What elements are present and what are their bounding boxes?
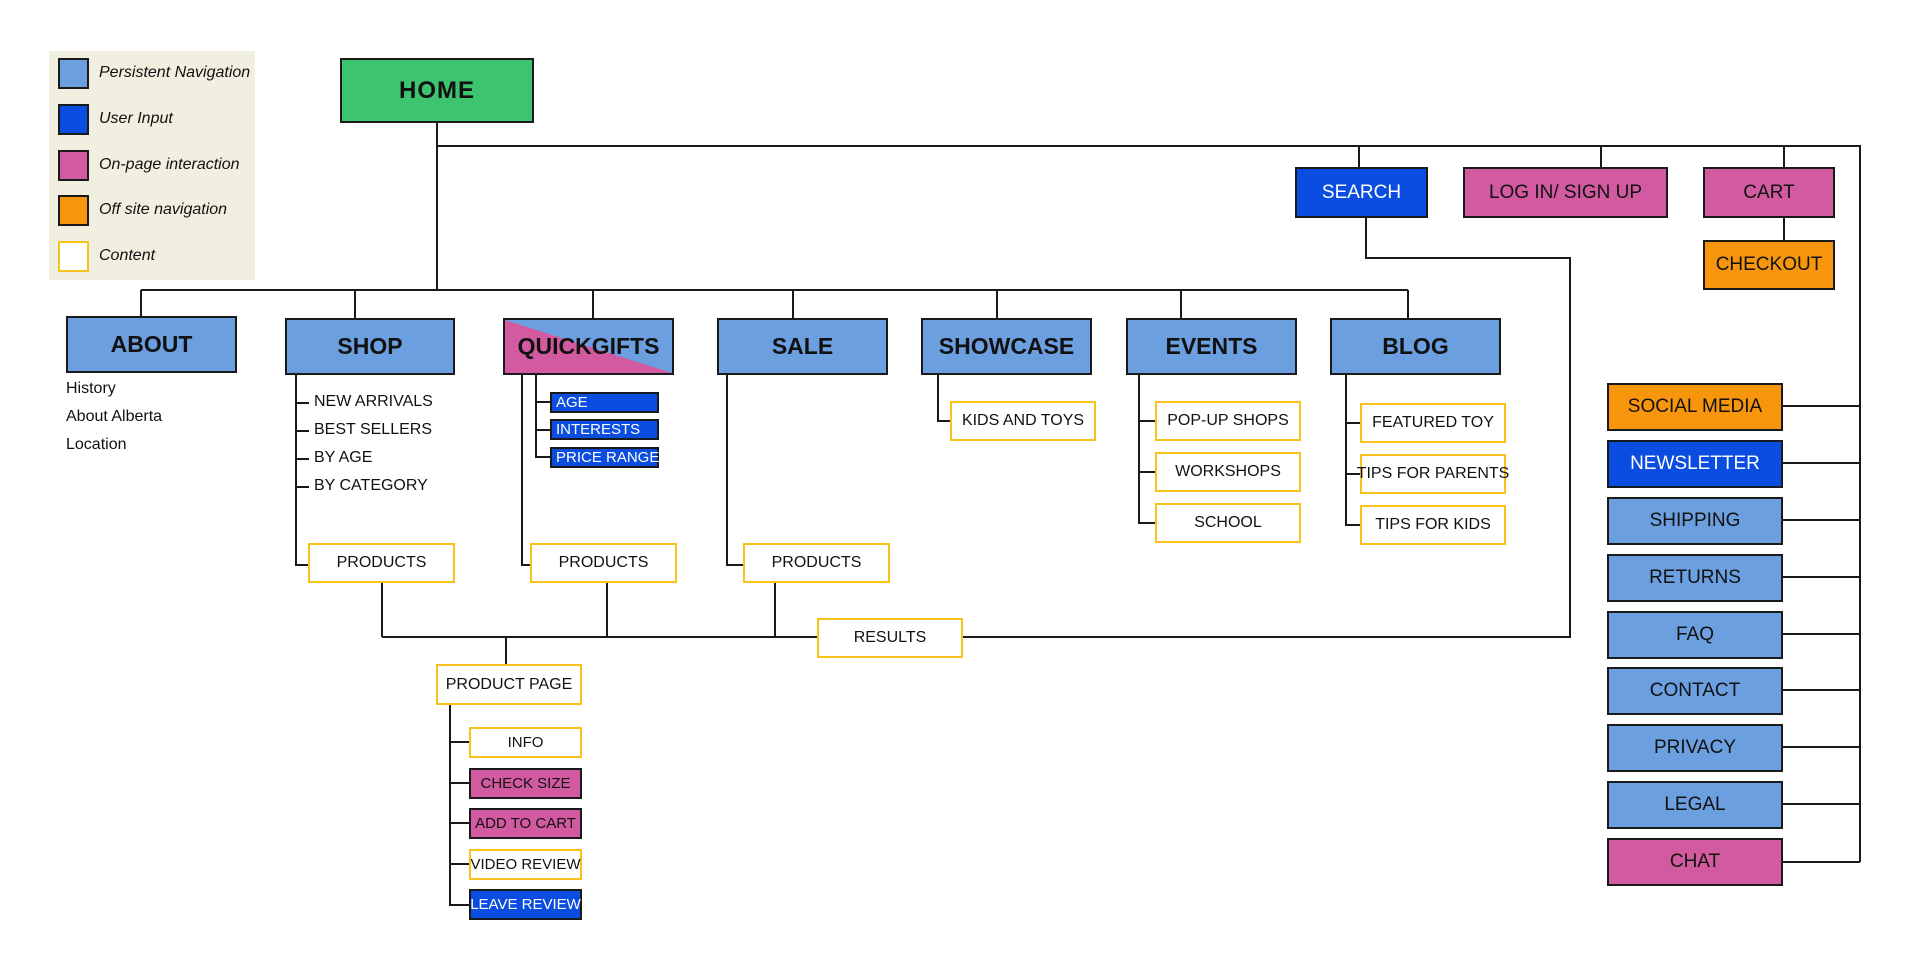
returns-node[interactable]: RETURNS xyxy=(1607,554,1783,602)
legend-label: User Input xyxy=(99,110,173,127)
legend-label: Off site navigation xyxy=(99,201,228,218)
video-review-node[interactable]: VIDEO REVIEW xyxy=(469,849,582,880)
cart-node[interactable]: CART xyxy=(1703,167,1835,218)
product-info-node[interactable]: INFO xyxy=(469,727,582,758)
legend-swatch xyxy=(58,149,89,181)
blog-item-featured-toy[interactable]: FEATURED TOY xyxy=(1360,403,1506,443)
legend-swatch xyxy=(58,240,89,272)
shop-node[interactable]: SHOP xyxy=(285,318,455,375)
login-signup-node[interactable]: LOG IN/ SIGN UP xyxy=(1463,167,1668,218)
legend-item-persistent-navigation: Persistent Navigation xyxy=(58,56,250,90)
legend-label: Persistent Navigation xyxy=(99,64,251,81)
about-item-about-alberta[interactable]: About Alberta xyxy=(66,408,163,425)
check-size-node[interactable]: CHECK SIZE xyxy=(469,768,582,799)
blog-node[interactable]: BLOG xyxy=(1330,318,1501,375)
shop-item-by-category[interactable]: BY CATEGORY xyxy=(314,477,428,494)
quickgifts-price-range-input[interactable]: PRICE RANGE xyxy=(550,447,659,468)
shipping-node[interactable]: SHIPPING xyxy=(1607,497,1783,545)
legend-label: Content xyxy=(99,247,156,264)
events-item-workshops[interactable]: WORKSHOPS xyxy=(1155,452,1301,492)
add-to-cart-node[interactable]: ADD TO CART xyxy=(469,808,582,839)
legend: Persistent Navigation User Input On-page… xyxy=(49,51,255,280)
product-page-node[interactable]: PRODUCT PAGE xyxy=(436,664,582,705)
home-node[interactable]: HOME xyxy=(340,58,534,123)
sale-products-node[interactable]: PRODUCTS xyxy=(743,543,890,583)
blog-item-tips-for-kids[interactable]: TIPS FOR KIDS xyxy=(1360,505,1506,545)
quickgifts-age-input[interactable]: AGE xyxy=(550,392,659,413)
social-media-node[interactable]: SOCIAL MEDIA xyxy=(1607,383,1783,431)
legend-swatch xyxy=(58,57,89,89)
events-item-pop-up-shops[interactable]: POP-UP SHOPS xyxy=(1155,401,1301,441)
shop-products-node[interactable]: PRODUCTS xyxy=(308,543,455,583)
blog-item-tips-for-parents[interactable]: TIPS FOR PARENTS xyxy=(1357,454,1509,494)
events-item-school[interactable]: SCHOOL xyxy=(1155,503,1301,543)
legend-item-user-input: User Input xyxy=(58,102,173,136)
shop-item-by-age[interactable]: BY AGE xyxy=(314,449,373,466)
showcase-item-kids-and-toys[interactable]: KIDS AND TOYS xyxy=(950,401,1096,441)
legend-item-off-site-navigation: Off site navigation xyxy=(58,193,227,227)
quickgifts-interests-input[interactable]: INTERESTS xyxy=(550,419,659,440)
faq-node[interactable]: FAQ xyxy=(1607,611,1783,659)
legend-item-on-page-interaction: On-page interaction xyxy=(58,148,240,182)
legend-label: On-page interaction xyxy=(99,156,240,173)
search-node[interactable]: SEARCH xyxy=(1295,167,1428,218)
sale-node[interactable]: SALE xyxy=(717,318,888,375)
privacy-node[interactable]: PRIVACY xyxy=(1607,724,1783,772)
about-node[interactable]: ABOUT xyxy=(66,316,237,373)
showcase-node[interactable]: SHOWCASE xyxy=(921,318,1092,375)
legal-node[interactable]: LEGAL xyxy=(1607,781,1783,829)
quickgifts-products-node[interactable]: PRODUCTS xyxy=(530,543,677,583)
about-item-history[interactable]: History xyxy=(66,380,116,397)
checkout-node[interactable]: CHECKOUT xyxy=(1703,240,1835,290)
legend-item-content: Content xyxy=(58,239,155,273)
quickgifts-node[interactable]: QUICKGIFTS xyxy=(503,318,674,375)
contact-node[interactable]: CONTACT xyxy=(1607,667,1783,715)
shop-item-new-arrivals[interactable]: NEW ARRIVALS xyxy=(314,393,433,410)
newsletter-node[interactable]: NEWSLETTER xyxy=(1607,440,1783,488)
legend-swatch xyxy=(58,103,89,135)
chat-node[interactable]: CHAT xyxy=(1607,838,1783,886)
legend-swatch xyxy=(58,194,89,226)
shop-item-best-sellers[interactable]: BEST SELLERS xyxy=(314,421,432,438)
about-item-location[interactable]: Location xyxy=(66,436,127,453)
events-node[interactable]: EVENTS xyxy=(1126,318,1297,375)
results-node[interactable]: RESULTS xyxy=(817,618,963,658)
leave-review-node[interactable]: LEAVE REVIEW xyxy=(469,889,582,920)
